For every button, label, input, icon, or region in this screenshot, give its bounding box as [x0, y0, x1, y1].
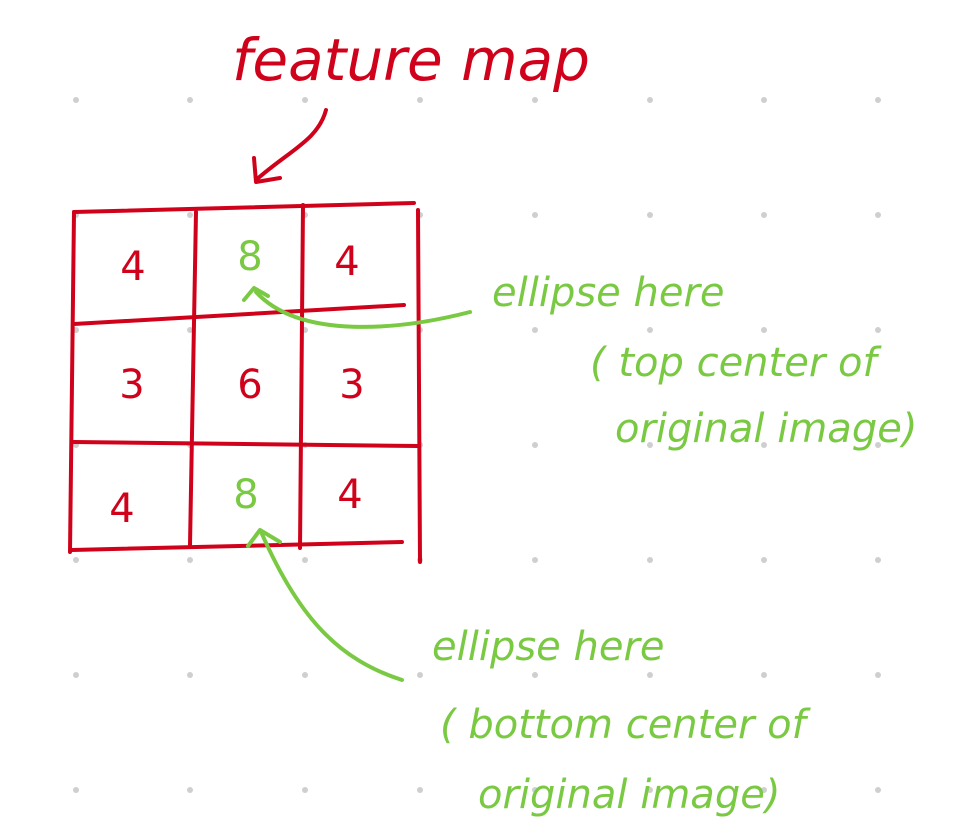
grid-row-divider-2 [72, 440, 420, 448]
top-annotation-arrow [242, 286, 472, 329]
bottom-annotation-line3: original image) [478, 772, 780, 818]
grid-dot [73, 787, 79, 793]
cell-r3-c3: 4 [337, 472, 362, 518]
grid-dot [532, 212, 538, 218]
grid-dot [875, 97, 881, 103]
grid-col-divider-1 [188, 210, 198, 547]
grid-dot [532, 97, 538, 103]
grid-dot [761, 442, 767, 448]
grid-dot [73, 97, 79, 103]
grid-dot [647, 672, 653, 678]
grid-dot [302, 557, 308, 563]
grid-dot [647, 442, 653, 448]
cell-r3-c2: 8 [233, 472, 258, 518]
grid-left-border [68, 210, 76, 554]
grid-dot [73, 557, 79, 563]
grid-top-border [72, 201, 416, 214]
grid-dot [302, 787, 308, 793]
grid-dot [647, 97, 653, 103]
grid-dot [302, 672, 308, 678]
bottom-annotation-line1: ellipse here [432, 624, 665, 670]
cell-r2-c2: 6 [237, 362, 262, 408]
grid-row-divider-1 [72, 303, 406, 326]
cell-r2-c1: 3 [119, 362, 144, 408]
grid-dot [875, 327, 881, 333]
grid-dot [73, 672, 79, 678]
grid-dot [761, 672, 767, 678]
grid-dot [761, 787, 767, 793]
grid-dot [187, 212, 193, 218]
grid-dot [761, 327, 767, 333]
grid-dot [647, 787, 653, 793]
cell-r3-c1: 4 [109, 486, 134, 532]
grid-dot [647, 557, 653, 563]
grid-dot [187, 672, 193, 678]
dot-grid [73, 97, 881, 793]
grid-dot [875, 442, 881, 448]
grid-dot [532, 672, 538, 678]
grid-dot [187, 787, 193, 793]
top-annotation-line2: ( top center of [590, 340, 882, 386]
grid-dot [417, 672, 423, 678]
top-annotation-line3: original image) [615, 406, 917, 452]
grid-dot [187, 557, 193, 563]
grid-dot [532, 557, 538, 563]
grid-dot [647, 327, 653, 333]
grid-dot [761, 557, 767, 563]
top-annotation-line1: ellipse here [492, 270, 725, 316]
title-arrow [252, 108, 328, 184]
grid-dot [417, 787, 423, 793]
title-text: feature map [232, 26, 590, 94]
grid-dot [761, 212, 767, 218]
cell-r1-c1: 4 [120, 244, 145, 290]
cell-r1-c2: 8 [237, 234, 262, 280]
grid-dot [532, 787, 538, 793]
grid-dot [647, 212, 653, 218]
grid-right-border [416, 208, 422, 564]
grid-dot [417, 97, 423, 103]
grid-dot [875, 557, 881, 563]
grid-dot [302, 97, 308, 103]
grid-dot [187, 97, 193, 103]
cell-r1-c3: 4 [334, 239, 359, 285]
grid-dot [187, 327, 193, 333]
grid-dot [875, 212, 881, 218]
bottom-annotation-line2: ( bottom center of [440, 702, 812, 748]
grid-dot [532, 327, 538, 333]
grid-dot [875, 672, 881, 678]
grid-dot [532, 442, 538, 448]
cell-r2-c3: 3 [339, 362, 364, 408]
grid-dot [761, 97, 767, 103]
grid-bottom-border [70, 540, 404, 552]
bottom-annotation-arrow [246, 528, 404, 682]
grid-dot [875, 787, 881, 793]
grid-col-divider-2 [298, 203, 305, 550]
feature-map-grid [68, 201, 422, 564]
